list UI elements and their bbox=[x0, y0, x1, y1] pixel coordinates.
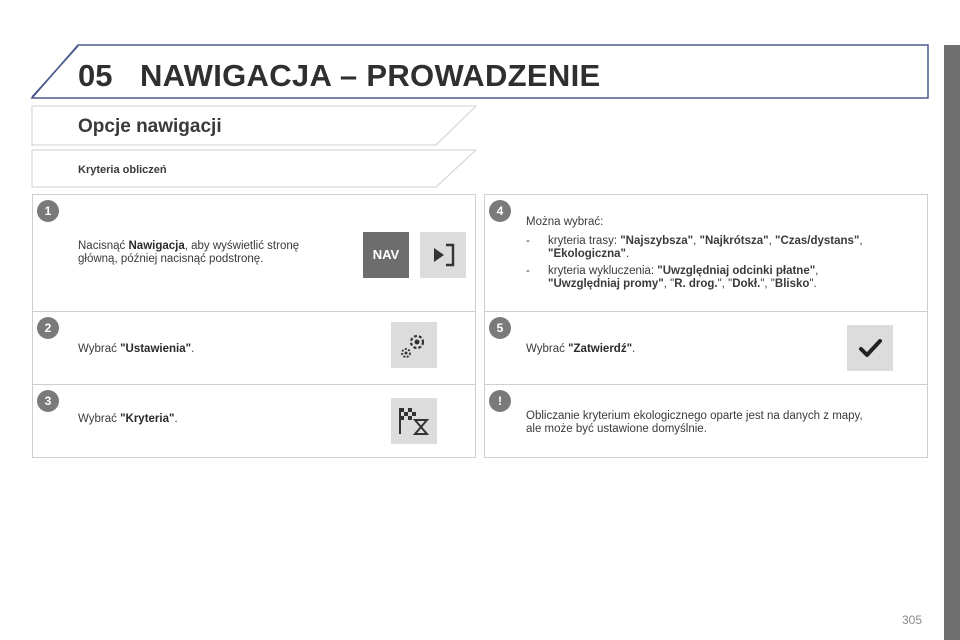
sep: . bbox=[626, 248, 630, 260]
option-ecological: "Ekologiczna" bbox=[548, 248, 627, 260]
option-fastest: "Najszybsza" bbox=[620, 235, 694, 247]
divider bbox=[484, 384, 928, 385]
route-prefix: kryteria trasy: bbox=[548, 235, 621, 247]
step-1-line2: główną, później nacisnąć podstronę. bbox=[78, 253, 264, 265]
option-shortest: "Najkrótsza" bbox=[699, 235, 769, 247]
step-1-text-before: Nacisnąć bbox=[78, 240, 129, 252]
step-4-exclusion-criteria: kryteria wykluczenia: "Uwzględniaj odcin… bbox=[548, 265, 918, 291]
step-number-badge: 3 bbox=[37, 390, 59, 412]
chapter-number: 05 bbox=[78, 58, 113, 93]
option-toll-roads: "Uwzględniaj odcinki płatne" bbox=[657, 265, 816, 277]
step-1-text: Nacisnąć Nawigacja, aby wyświetlić stron… bbox=[78, 240, 348, 266]
step-1-text-after: , aby wyświetlić stronę bbox=[184, 240, 300, 252]
step-5-text-before: Wybrać bbox=[526, 343, 569, 355]
exclusion-prefix: kryteria wykluczenia: bbox=[548, 265, 658, 277]
step-2-text-after: . bbox=[191, 343, 195, 355]
note-line2: ale może być ustawione domyślnie. bbox=[526, 423, 707, 435]
divider bbox=[484, 311, 928, 312]
sep: , bbox=[859, 235, 863, 247]
step-2-bold: "Ustawienia" bbox=[120, 343, 192, 355]
list-dash: - bbox=[526, 235, 530, 247]
option-ferries: "Uwzględniaj promy" bbox=[548, 278, 664, 290]
sep: , bbox=[768, 235, 775, 247]
step-number-badge: 2 bbox=[37, 317, 59, 339]
step-number-badge: 1 bbox=[37, 200, 59, 222]
note-line1: Obliczanie kryterium ekologicznego opart… bbox=[526, 410, 863, 422]
step-5-text-after: . bbox=[632, 343, 636, 355]
option-road-info: R. drog. bbox=[674, 278, 718, 290]
header-frame bbox=[30, 44, 929, 188]
nav-button[interactable]: NAV bbox=[363, 232, 409, 278]
step-3-bold: "Kryteria" bbox=[120, 413, 175, 425]
sep: ", " bbox=[717, 278, 733, 290]
option-close: Blisko bbox=[774, 278, 810, 290]
option-time-distance: "Czas/dystans" bbox=[775, 235, 860, 247]
step-4-intro: Można wybrać: bbox=[526, 216, 604, 228]
step-4-route-criteria: kryteria trasy: "Najszybsza", "Najkrótsz… bbox=[548, 235, 918, 261]
step-number-badge: 5 bbox=[489, 317, 511, 339]
sep: ". bbox=[809, 278, 817, 290]
sep: , bbox=[693, 235, 700, 247]
chapter-title: NAWIGACJA – PROWADZENIE bbox=[140, 58, 601, 93]
option-accuracy: Dokł. bbox=[732, 278, 761, 290]
arrow-into-box-icon[interactable] bbox=[420, 232, 466, 278]
step-3-text: Wybrać "Kryteria". bbox=[78, 413, 178, 426]
step-5-bold: "Zatwierdź" bbox=[568, 343, 633, 355]
sep: ", " bbox=[760, 278, 775, 290]
step-number-badge: 4 bbox=[489, 200, 511, 222]
step-2-text: Wybrać "Ustawienia". bbox=[78, 343, 194, 356]
checkmark-icon[interactable] bbox=[847, 325, 893, 371]
side-tab-bar bbox=[944, 45, 960, 640]
checkered-flag-hourglass-icon[interactable] bbox=[391, 398, 437, 444]
sep: , " bbox=[663, 278, 675, 290]
exclamation-icon: ! bbox=[489, 390, 511, 412]
step-2-text-before: Wybrać bbox=[78, 343, 121, 355]
page-number: 305 bbox=[902, 613, 923, 627]
sep: , bbox=[815, 265, 819, 277]
note-text: Obliczanie kryterium ekologicznego opart… bbox=[526, 410, 916, 436]
section-subtitle: Kryteria obliczeń bbox=[78, 164, 167, 176]
section-title: Opcje nawigacji bbox=[78, 116, 222, 137]
settings-gears-icon[interactable] bbox=[391, 322, 437, 368]
step-3-text-after: . bbox=[174, 413, 178, 425]
step-5-text: Wybrać "Zatwierdź". bbox=[526, 343, 635, 356]
step-3-text-before: Wybrać bbox=[78, 413, 121, 425]
step-1-bold: Nawigacja bbox=[128, 240, 185, 252]
list-dash: - bbox=[526, 265, 530, 277]
divider bbox=[32, 384, 476, 385]
divider bbox=[32, 311, 476, 312]
